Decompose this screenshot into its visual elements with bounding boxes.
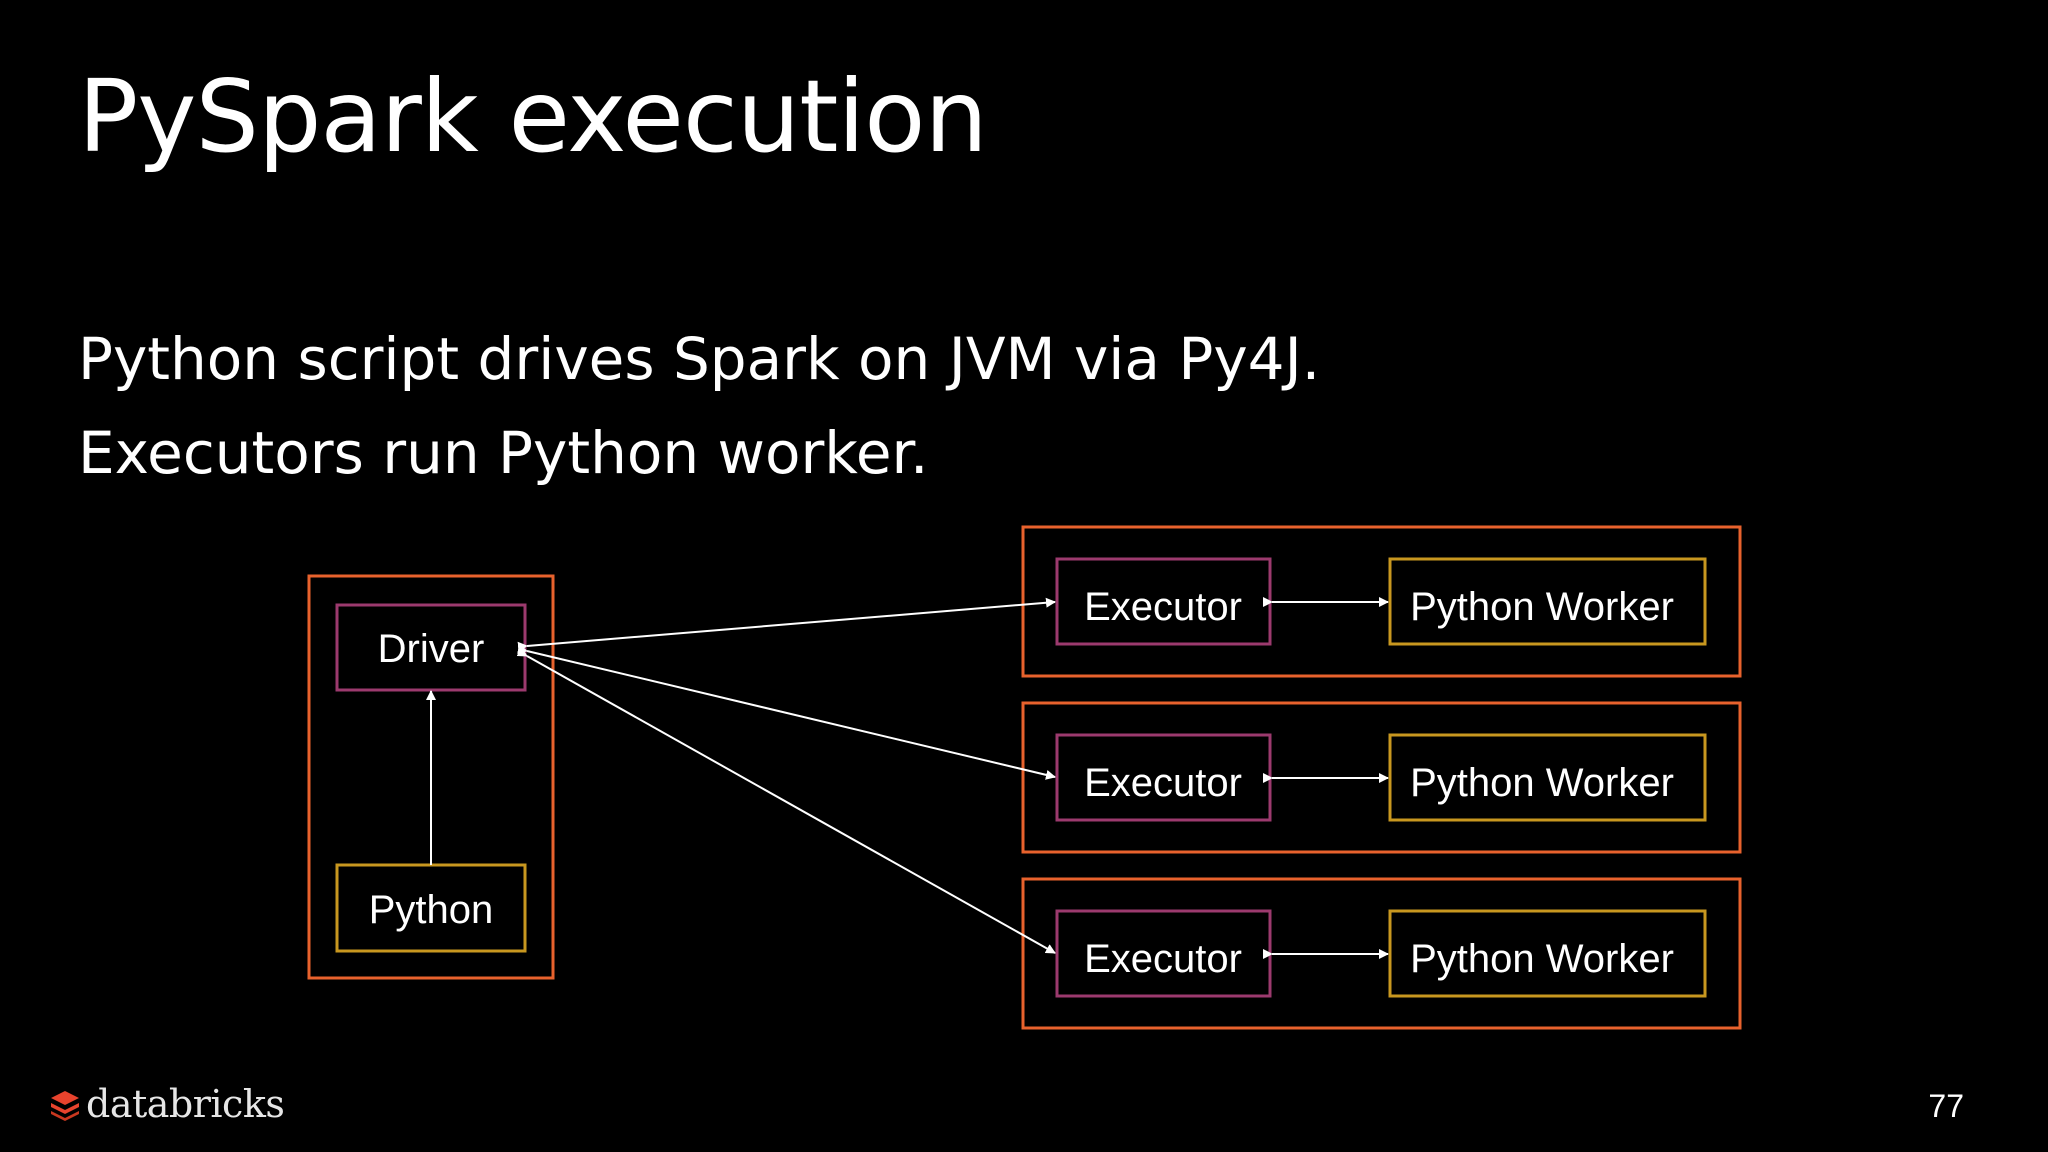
python-worker-box-2 bbox=[1388, 733, 1707, 822]
driver-executor-arrow-3 bbox=[516, 647, 1056, 954]
bullet-line-2: Executors run Python worker. bbox=[78, 419, 929, 487]
executor-label-2: Executor bbox=[1084, 761, 1242, 805]
slide-title: PySpark execution bbox=[78, 58, 988, 175]
driver-label: Driver bbox=[378, 627, 485, 671]
bullet-line-1: Python script drives Spark on JVM via Py… bbox=[78, 325, 1321, 393]
executor-node-container-3 bbox=[1021, 877, 1742, 1030]
python-worker-box-1 bbox=[1388, 557, 1707, 646]
page-number: 77 bbox=[1928, 1088, 1964, 1124]
python-worker-label-1: Python Worker bbox=[1410, 585, 1674, 629]
python-worker-box-3 bbox=[1388, 909, 1707, 998]
python-worker-label-3: Python Worker bbox=[1410, 937, 1674, 981]
python-label: Python bbox=[369, 888, 494, 932]
driver-executor-arrow-2 bbox=[517, 644, 1056, 780]
logo-text: databricks bbox=[86, 1082, 285, 1126]
python-worker-label-2: Python Worker bbox=[1410, 761, 1674, 805]
executor-label-1: Executor bbox=[1084, 585, 1242, 629]
driver-executor-arrow-1 bbox=[517, 597, 1056, 652]
databricks-logo-icon bbox=[51, 1091, 79, 1121]
databricks-logo: databricks bbox=[48, 1082, 285, 1126]
executor-label-3: Executor bbox=[1084, 937, 1242, 981]
